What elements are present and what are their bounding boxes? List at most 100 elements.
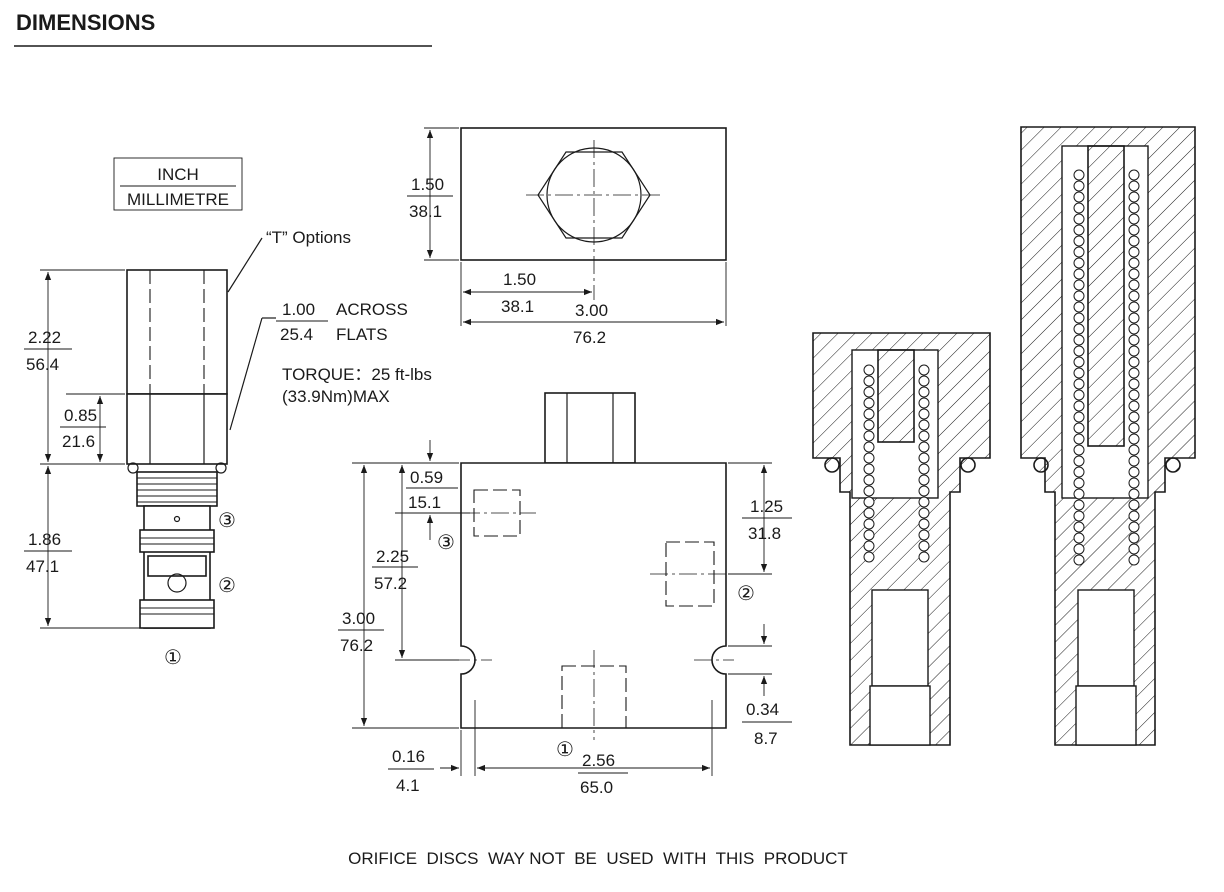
- spring-coil: [863, 485, 875, 497]
- spring-coil: [1128, 356, 1140, 368]
- spring-coil: [918, 463, 930, 475]
- spring-coil: [1128, 422, 1140, 434]
- spring-coil: [918, 397, 930, 409]
- section-view-tall: [1020, 126, 1196, 746]
- front-016-mm: 4.1: [396, 776, 420, 795]
- spring-coil: [1073, 455, 1085, 467]
- spring-coil: [1128, 334, 1140, 346]
- top-center-in: 1.50: [503, 270, 536, 289]
- top-width-mm: 76.2: [573, 328, 606, 347]
- front-059-mm: 15.1: [408, 493, 441, 512]
- side-port-1: ①: [164, 647, 182, 669]
- spring-coil: [918, 419, 930, 431]
- spring-coil: [918, 408, 930, 420]
- spring-coil: [1128, 389, 1140, 401]
- units-millimetre: MILLIMETRE: [127, 190, 229, 209]
- spring-coil: [1073, 202, 1085, 214]
- spring-coil: [1128, 521, 1140, 533]
- units-legend: INCH MILLIMETRE: [113, 157, 243, 211]
- spring-coil: [863, 430, 875, 442]
- spring-coil: [863, 540, 875, 552]
- spring-coil: [1073, 279, 1085, 291]
- spring-coil: [918, 518, 930, 530]
- spring-coil: [1128, 345, 1140, 357]
- spring-coil: [1073, 466, 1085, 478]
- spring-coil: [1128, 268, 1140, 280]
- spring-coil: [1073, 268, 1085, 280]
- spring-coil: [1073, 521, 1085, 533]
- spring-coil: [863, 452, 875, 464]
- torque-line-1: TORQUE：25 ft-lbs: [282, 365, 432, 384]
- dim-hex-in: 0.85: [64, 406, 97, 425]
- spring-coil: [1128, 301, 1140, 313]
- spring-coil: [863, 408, 875, 420]
- spring-coil: [1073, 400, 1085, 412]
- spring-coil: [1073, 246, 1085, 258]
- footer-note: ORIFICE DISCS WAY NOT BE USED WITH THIS …: [348, 849, 848, 868]
- spring-coil: [1073, 356, 1085, 368]
- spring-coil: [863, 364, 875, 376]
- top-view: [407, 127, 727, 326]
- spring-coil: [1128, 257, 1140, 269]
- spring-coil: [1073, 532, 1085, 544]
- spring-coil: [863, 474, 875, 486]
- front-125-in: 1.25: [750, 497, 783, 516]
- spring-coil: [1128, 246, 1140, 258]
- spring-coil: [1073, 180, 1085, 192]
- spring-coil: [1073, 345, 1085, 357]
- spring-coil: [918, 364, 930, 376]
- spring-coil: [1073, 169, 1085, 181]
- dim-cart-mm: 47.1: [26, 557, 59, 576]
- spring-coil: [863, 375, 875, 387]
- spring-coil: [1073, 312, 1085, 324]
- spring-coil: [918, 375, 930, 387]
- front-300-mm: 76.2: [340, 636, 373, 655]
- spring-coil: [1128, 466, 1140, 478]
- spring-coil: [1073, 389, 1085, 401]
- spring-coil: [863, 529, 875, 541]
- front-016-in: 0.16: [392, 747, 425, 766]
- across-flats-in: 1.00: [282, 300, 315, 319]
- dim-overall-mm: 56.4: [26, 355, 59, 374]
- spring-coil: [1128, 290, 1140, 302]
- spring-coil: [1128, 378, 1140, 390]
- spring-coil: [1073, 543, 1085, 555]
- spring-coil: [918, 540, 930, 552]
- spring-coil: [1073, 411, 1085, 423]
- spring-coil: [918, 551, 930, 563]
- spring-coil: [1128, 235, 1140, 247]
- spring-coil: [1128, 543, 1140, 555]
- spring-coil: [1128, 510, 1140, 522]
- spring-coils: [863, 169, 1140, 566]
- front-port-3: ③: [437, 532, 455, 554]
- torque-line-2: (33.9Nm)MAX: [282, 387, 390, 406]
- spring-coil: [918, 386, 930, 398]
- front-300-in: 3.00: [342, 609, 375, 628]
- spring-coil: [1073, 224, 1085, 236]
- spring-coil: [1128, 202, 1140, 214]
- spring-coil: [1073, 378, 1085, 390]
- spring-coil: [1128, 213, 1140, 225]
- front-256-mm: 65.0: [580, 778, 613, 797]
- side-port-3: ③: [218, 510, 236, 532]
- top-width-in: 3.00: [575, 301, 608, 320]
- spring-coil: [1128, 477, 1140, 489]
- spring-coil: [1073, 301, 1085, 313]
- front-125-mm: 31.8: [748, 524, 781, 543]
- front-034-in: 0.34: [746, 700, 779, 719]
- spring-coil: [1128, 433, 1140, 445]
- front-034-mm: 8.7: [754, 729, 778, 748]
- spring-coil: [863, 419, 875, 431]
- units-inch: INCH: [157, 165, 199, 184]
- spring-coil: [918, 474, 930, 486]
- across-flats-mm: 25.4: [280, 325, 313, 344]
- dim-hex-mm: 21.6: [62, 432, 95, 451]
- spring-coil: [863, 551, 875, 563]
- spring-coil: [918, 430, 930, 442]
- front-port-1: ①: [556, 739, 574, 761]
- spring-coil: [863, 496, 875, 508]
- front-225-mm: 57.2: [374, 574, 407, 593]
- spring-coil: [863, 441, 875, 453]
- spring-coil: [1128, 411, 1140, 423]
